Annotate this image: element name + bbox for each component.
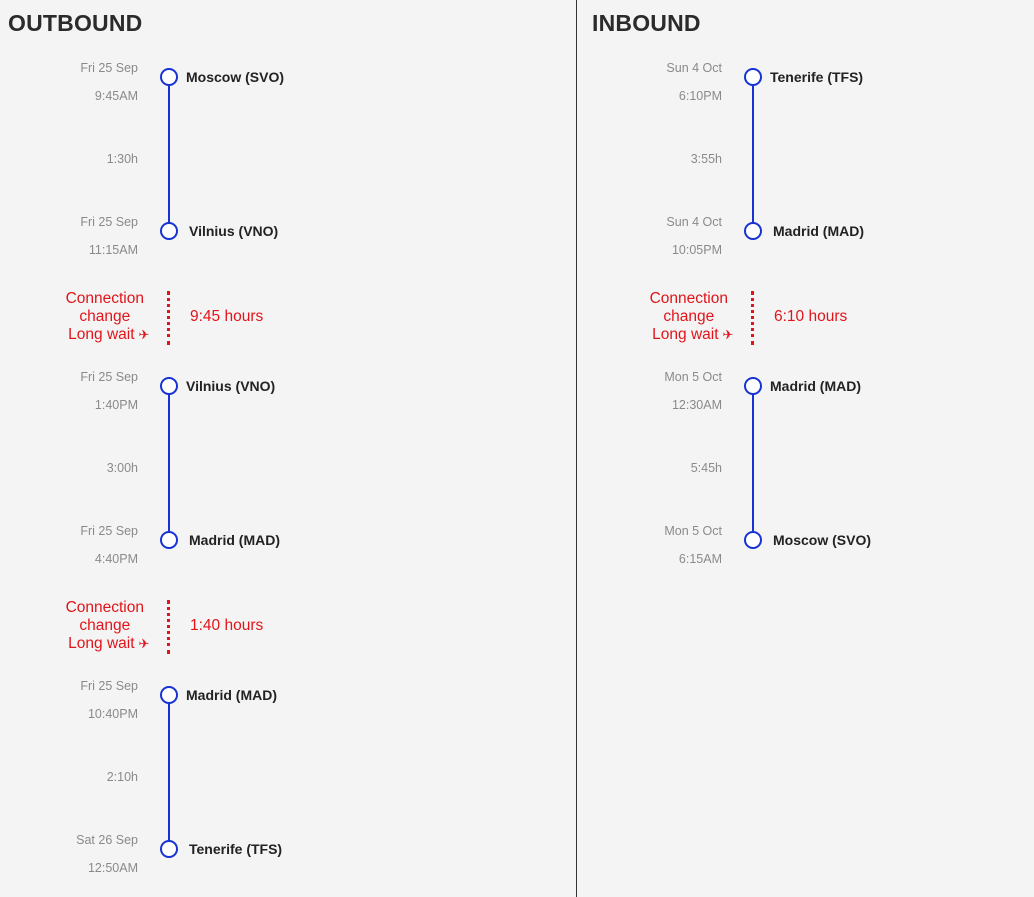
arrival-time: 11:15AM — [88, 243, 138, 257]
departure-city: Tenerife (TFS) — [770, 69, 864, 85]
long-wait-text: Long wait — [68, 326, 135, 343]
arrival-time: 6:15AM — [678, 552, 722, 566]
long-wait-label: Long wait✈ — [66, 635, 152, 653]
departure-city: Madrid (MAD) — [186, 687, 277, 703]
connection-hours: 1:40 hours — [190, 617, 264, 634]
flight-duration: 3:55h — [690, 152, 722, 166]
plane-icon: ✈ — [138, 636, 150, 651]
departure-date: Sun 4 Oct — [666, 61, 722, 75]
departure-node-icon — [744, 68, 762, 86]
arrival-node-icon — [744, 222, 762, 240]
arrival-city: Vilnius (VNO) — [189, 223, 279, 239]
route-line — [752, 385, 754, 539]
arrival-node-icon — [744, 531, 762, 549]
arrival-city: Moscow (SVO) — [773, 532, 872, 548]
connection-hours: 6:10 hours — [774, 308, 848, 325]
arrival-date: Sun 4 Oct — [666, 215, 722, 229]
arrival-city: Madrid (MAD) — [773, 223, 864, 239]
outbound-title: OUTBOUND — [8, 10, 143, 36]
departure-time: 6:10PM — [678, 89, 722, 103]
connection-line2: change — [79, 308, 131, 325]
flight-segment: Fri 25 Sep 9:45AM Moscow (SVO) 1:30h Fri… — [0, 61, 440, 258]
departure-node-icon — [160, 377, 178, 395]
arrival-time: 10:05PM — [671, 243, 722, 257]
departure-city: Vilnius (VNO) — [186, 378, 276, 394]
arrival-city: Madrid (MAD) — [189, 532, 280, 548]
connection-line2: change — [663, 308, 715, 325]
flight-duration: 5:45h — [690, 461, 722, 475]
arrival-node-icon — [160, 531, 178, 549]
departure-date: Fri 25 Sep — [80, 679, 138, 693]
flight-duration: 1:30h — [106, 152, 138, 166]
departure-date: Mon 5 Oct — [664, 370, 722, 384]
flight-segment: Fri 25 Sep 1:40PM Vilnius (VNO) 3:00h Fr… — [0, 370, 440, 567]
departure-date: Fri 25 Sep — [80, 61, 138, 75]
arrival-date: Mon 5 Oct — [664, 524, 722, 538]
long-wait-label: Long wait✈ — [650, 326, 736, 344]
connection-dotted-line — [751, 291, 754, 345]
route-line — [168, 694, 170, 848]
route-line — [168, 76, 170, 230]
long-wait-text: Long wait — [652, 326, 719, 343]
connection-line1: Connection — [65, 290, 144, 307]
arrival-time: 12:50AM — [87, 861, 138, 875]
departure-time: 12:30AM — [671, 398, 722, 412]
inbound-column: INBOUND Sun 4 Oct 6:10PM Tenerife (TFS) … — [584, 0, 1034, 897]
arrival-date: Fri 25 Sep — [80, 524, 138, 538]
connection-label: Connection change Long wait✈ — [65, 599, 150, 653]
connection-label: Connection change Long wait✈ — [649, 290, 734, 344]
connection-notice: Connection change Long wait✈ 6:10 hours — [584, 290, 1024, 346]
arrival-time: 4:40PM — [94, 552, 138, 566]
departure-time: 10:40PM — [87, 707, 138, 721]
departure-time: 9:45AM — [94, 89, 138, 103]
connection-notice: Connection change Long wait✈ 1:40 hours — [0, 599, 440, 655]
flight-duration: 3:00h — [106, 461, 138, 475]
departure-city: Madrid (MAD) — [770, 378, 861, 394]
arrival-node-icon — [160, 222, 178, 240]
departure-node-icon — [160, 686, 178, 704]
departure-node-icon — [744, 377, 762, 395]
plane-icon: ✈ — [138, 327, 150, 342]
route-line — [752, 76, 754, 230]
connection-dotted-line — [167, 600, 170, 654]
flight-segment: Sun 4 Oct 6:10PM Tenerife (TFS) 3:55h Su… — [584, 61, 1024, 258]
inbound-title: INBOUND — [592, 10, 701, 36]
arrival-date: Fri 25 Sep — [80, 215, 138, 229]
arrival-node-icon — [160, 840, 178, 858]
connection-line1: Connection — [649, 290, 728, 307]
long-wait-label: Long wait✈ — [66, 326, 152, 344]
departure-date: Fri 25 Sep — [80, 370, 138, 384]
connection-notice: Connection change Long wait✈ 9:45 hours — [0, 290, 440, 346]
flight-segment: Fri 25 Sep 10:40PM Madrid (MAD) 2:10h Sa… — [0, 679, 440, 876]
departure-time: 1:40PM — [94, 398, 138, 412]
connection-dotted-line — [167, 291, 170, 345]
departure-city: Moscow (SVO) — [186, 69, 285, 85]
arrival-date: Sat 26 Sep — [76, 833, 138, 847]
route-line — [168, 385, 170, 539]
departure-node-icon — [160, 68, 178, 86]
plane-icon: ✈ — [722, 327, 734, 342]
flight-segment: Mon 5 Oct 12:30AM Madrid (MAD) 5:45h Mon… — [584, 370, 1024, 567]
arrival-city: Tenerife (TFS) — [189, 841, 283, 857]
column-divider — [576, 0, 577, 897]
flight-duration: 2:10h — [106, 770, 138, 784]
connection-label: Connection change Long wait✈ — [65, 290, 150, 344]
connection-line2: change — [79, 617, 131, 634]
connection-line1: Connection — [65, 599, 144, 616]
long-wait-text: Long wait — [68, 635, 135, 652]
outbound-column: OUTBOUND Fri 25 Sep 9:45AM Moscow (SVO) … — [0, 10, 440, 876]
connection-hours: 9:45 hours — [190, 308, 264, 325]
